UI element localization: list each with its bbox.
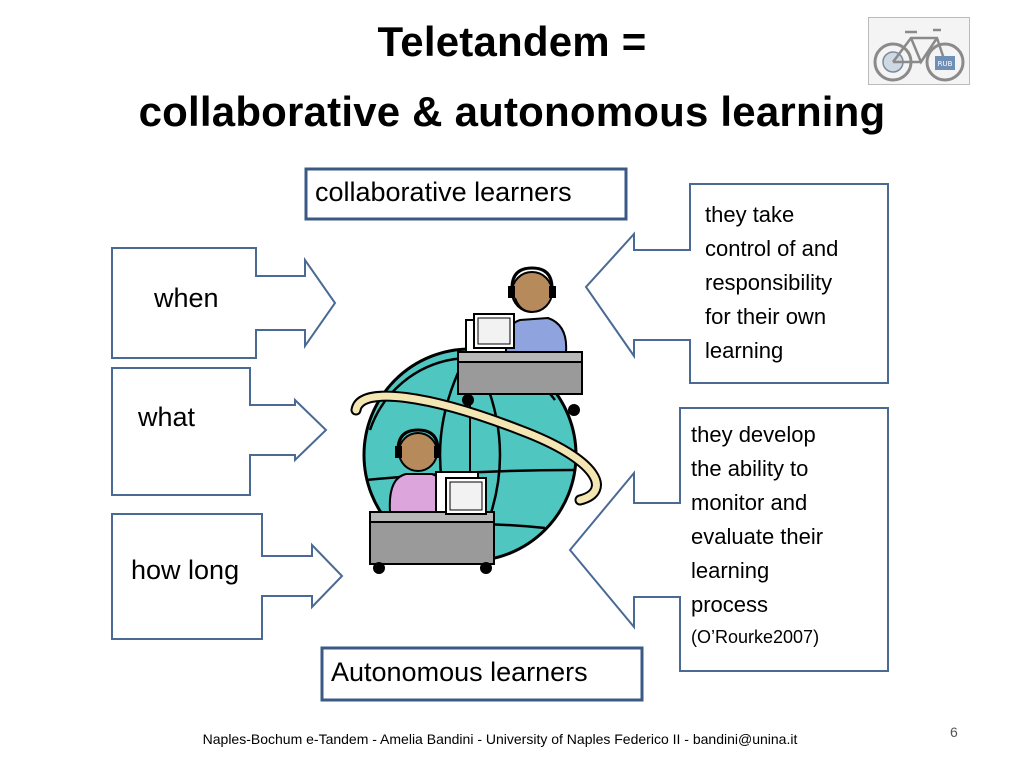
slide-title-line1: Teletandem = bbox=[377, 18, 647, 65]
text-line: the ability to bbox=[691, 456, 809, 481]
bottom-user-at-computer bbox=[369, 428, 495, 574]
text-line: control of and bbox=[705, 236, 839, 261]
text-line: monitor and bbox=[691, 490, 808, 515]
page-number: 6 bbox=[950, 724, 958, 740]
autonomous-learners-label: Autonomous learners bbox=[331, 657, 588, 687]
text-line: learning bbox=[691, 558, 770, 583]
text-line: they take bbox=[705, 202, 795, 227]
how-long-label: how long bbox=[131, 555, 240, 585]
collaborative-learners-label: collaborative learners bbox=[315, 177, 572, 207]
text-line: evaluate their bbox=[691, 524, 824, 549]
monitor-evaluate-text: they develop the ability to monitor and … bbox=[691, 418, 823, 652]
autonomous-label-box bbox=[320, 646, 644, 702]
text-line: process bbox=[691, 592, 769, 617]
logo-image: RUB bbox=[868, 17, 970, 85]
text-line: responsibility bbox=[705, 270, 833, 295]
control-arrow-callout bbox=[584, 183, 889, 384]
slide-title-line2: collaborative & autonomous learning bbox=[138, 88, 886, 135]
monitor-arrow-callout bbox=[568, 407, 889, 672]
what-label: what bbox=[138, 402, 196, 432]
how-long-arrow-callout bbox=[111, 513, 344, 640]
control-responsibility-text: they take control of and responsibility … bbox=[705, 198, 838, 368]
logo-badge-text: RUB bbox=[938, 60, 953, 68]
text-line: for their own bbox=[705, 304, 827, 329]
citation: (O’Rourke2007) bbox=[691, 627, 820, 647]
what-arrow-callout bbox=[111, 367, 328, 496]
top-user-at-computer bbox=[457, 266, 583, 416]
text-line: they develop bbox=[691, 422, 816, 447]
when-arrow-callout bbox=[111, 247, 337, 359]
slide-footer: Naples-Bochum e-Tandem - Amelia Bandini … bbox=[202, 731, 798, 747]
text-line: learning bbox=[705, 338, 784, 363]
collaborative-label-box bbox=[304, 167, 628, 221]
when-label: when bbox=[154, 283, 219, 313]
